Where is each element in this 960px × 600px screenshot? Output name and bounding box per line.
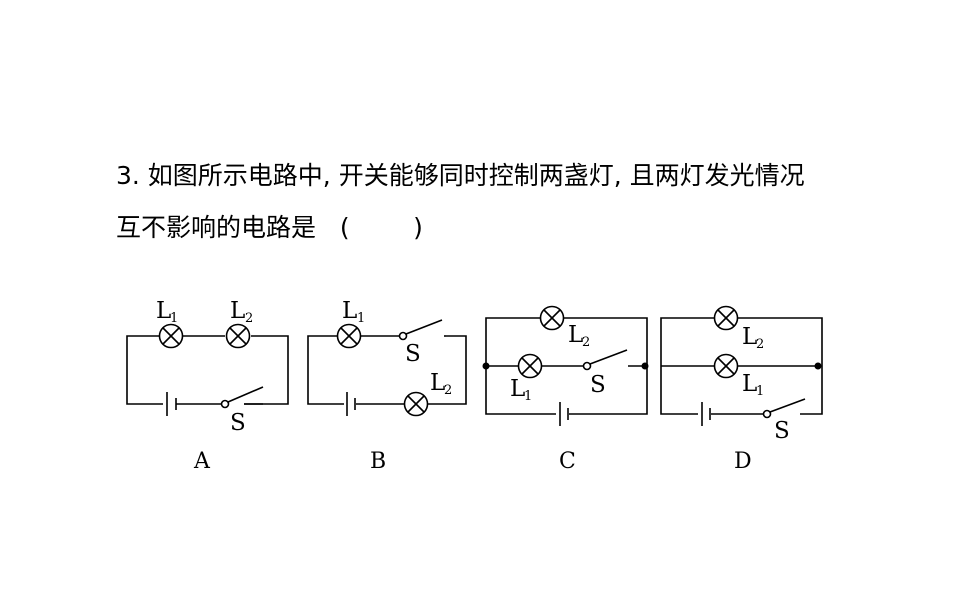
switch-icon <box>398 319 446 341</box>
lamp-subscript: 2 <box>444 383 452 398</box>
option-label: A <box>193 449 211 474</box>
circuit-d: L 2 L 1 S D <box>660 305 823 474</box>
lamp-icon <box>158 323 184 349</box>
lamp-icon <box>713 305 739 331</box>
lamp-label: L <box>230 298 245 324</box>
lamp-subscript: 2 <box>582 335 590 350</box>
option-label: D <box>734 449 752 474</box>
lamp-icon <box>517 353 543 379</box>
option-label: B <box>370 449 386 474</box>
lamp-icon <box>225 323 251 349</box>
switch-label: S <box>590 372 606 398</box>
option-label: C <box>559 449 576 474</box>
circuit-c: L 2 L 1 S C <box>482 305 649 474</box>
lamp-subscript: 2 <box>245 311 253 326</box>
lamp-label: L <box>342 298 357 324</box>
lamp-label: L <box>430 370 445 396</box>
lamp-label: L <box>510 376 525 402</box>
lamp-label: L <box>568 322 583 348</box>
question-line-1: 3. 如图所示电路中, 开关能够同时控制两盏灯, 且两灯发光情况 <box>116 161 805 190</box>
lamp-label: L <box>742 371 757 397</box>
switch-icon <box>582 349 628 371</box>
switch-icon <box>220 386 264 409</box>
junction-dot <box>482 362 490 370</box>
lamp-icon <box>539 305 565 331</box>
lamp-icon <box>403 391 429 417</box>
junction-dot <box>814 362 822 370</box>
lamp-subscript: 1 <box>524 389 532 404</box>
switch-label: S <box>774 418 790 444</box>
switch-label: S <box>405 341 421 367</box>
junction-dot <box>641 362 649 370</box>
switch-icon <box>762 398 806 419</box>
lamp-subscript: 1 <box>170 311 178 326</box>
lamp-label: L <box>156 298 171 324</box>
lamp-icon <box>713 353 739 379</box>
lamp-subscript: 2 <box>756 337 764 352</box>
circuit-a: L 1 L 2 S A <box>126 298 289 474</box>
circuit-b: L 1 S L 2 B <box>307 298 467 474</box>
lamp-icon <box>336 323 362 349</box>
question-line-2: 互不影响的电路是 ( ) <box>116 213 423 242</box>
lamp-subscript: 1 <box>756 384 764 399</box>
lamp-subscript: 1 <box>357 311 365 326</box>
lamp-label: L <box>742 324 757 350</box>
switch-label: S <box>230 410 246 436</box>
